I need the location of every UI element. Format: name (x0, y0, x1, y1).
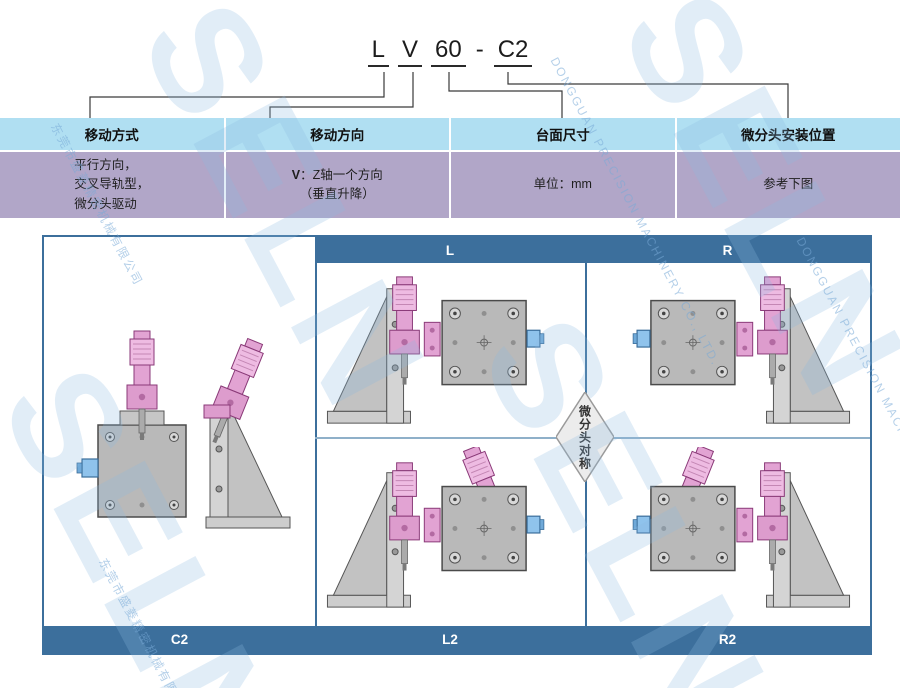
model-part-size: 60 (430, 36, 466, 67)
movement-direction-text: V：Z轴一个方向 （垂直升降） (292, 166, 383, 205)
cell-movement-type: 平行方向， 交叉导轨型， 微分头驱动 (0, 152, 226, 219)
header-surface-size: 台面尺寸 (451, 118, 677, 150)
connector-line-1 (89, 72, 385, 118)
model-part-motion: L (367, 36, 389, 67)
panel-label-r2-text: R2 (718, 632, 737, 647)
cell-movement-direction: V：Z轴一个方向 （垂直升降） (225, 152, 451, 219)
connector-line-3 (448, 72, 563, 118)
model-separator: - (475, 36, 484, 63)
cell-micrometer-position: 参考下图 (676, 152, 900, 219)
panel-label-l2-text: L2 (442, 632, 458, 647)
direction-axis-desc: ：Z轴一个方向 (300, 167, 383, 182)
model-connector-lines (89, 72, 789, 118)
panel-label-r-text: R (722, 242, 733, 258)
diamond-shape (556, 392, 614, 482)
movement-direction-line2: （垂直升降） (299, 187, 375, 202)
movement-type-line1: 平行方向， (74, 158, 137, 172)
model-part-direction: V (397, 36, 422, 67)
cell-surface-size: 单位：mm (451, 152, 677, 219)
model-part-head-position: C2 (493, 36, 533, 67)
panel-label-c2: C2 (44, 626, 315, 653)
illustration-r2-stage (597, 447, 857, 615)
spec-table: 移动方式 移动方向 台面尺寸 微分头安装位置 平行方向， 交叉导轨型， 微分头驱… (0, 118, 900, 219)
illustration-r-stage (597, 267, 857, 435)
vertical-divider-1 (315, 237, 317, 653)
symmetry-diamond: 微分头对称 (556, 392, 614, 482)
illustration-l-stage (320, 267, 580, 435)
micrometer-position-text: 参考下图 (763, 177, 814, 192)
movement-type-line2: 交叉导轨型， (74, 177, 150, 192)
illustration-l2-stage (320, 447, 580, 615)
illustration-c2-stage (58, 319, 298, 544)
spec-table-body-row: 平行方向， 交叉导轨型， 微分头驱动 V：Z轴一个方向 （垂直升降） 单位：mm… (0, 150, 900, 219)
connector-line-2 (269, 72, 414, 118)
movement-type-text: 平行方向， 交叉导轨型， 微分头驱动 (74, 156, 149, 214)
panel-label-r: R (585, 237, 870, 263)
movement-type-line3: 微分头驱动 (74, 196, 137, 211)
panel-label-r2: R2 (585, 626, 870, 653)
spec-table-header-row: 移动方式 移动方向 台面尺寸 微分头安装位置 (0, 118, 900, 150)
direction-axis-code: V (291, 167, 301, 182)
panel-label-l: L (315, 237, 585, 263)
surface-size-text: 单位：mm (533, 177, 592, 192)
movement-direction-line1: V：Z轴一个方向 (292, 166, 383, 185)
connector-line-4 (507, 72, 789, 118)
panel-label-l2: L2 (315, 626, 585, 653)
symmetry-diamond-label: 微分头对称 (577, 404, 592, 470)
panel-label-l-text: L (445, 242, 455, 258)
header-movement-direction: 移动方向 (225, 118, 451, 150)
panel-label-c2-text: C2 (170, 632, 189, 647)
model-code: L V 60 - C2 (0, 36, 900, 67)
mounting-position-diagram: L R C2 L2 R2 微分头对称 (42, 235, 872, 655)
header-movement-type: 移动方式 (0, 118, 226, 150)
header-micrometer-position: 微分头安装位置 (676, 118, 900, 150)
